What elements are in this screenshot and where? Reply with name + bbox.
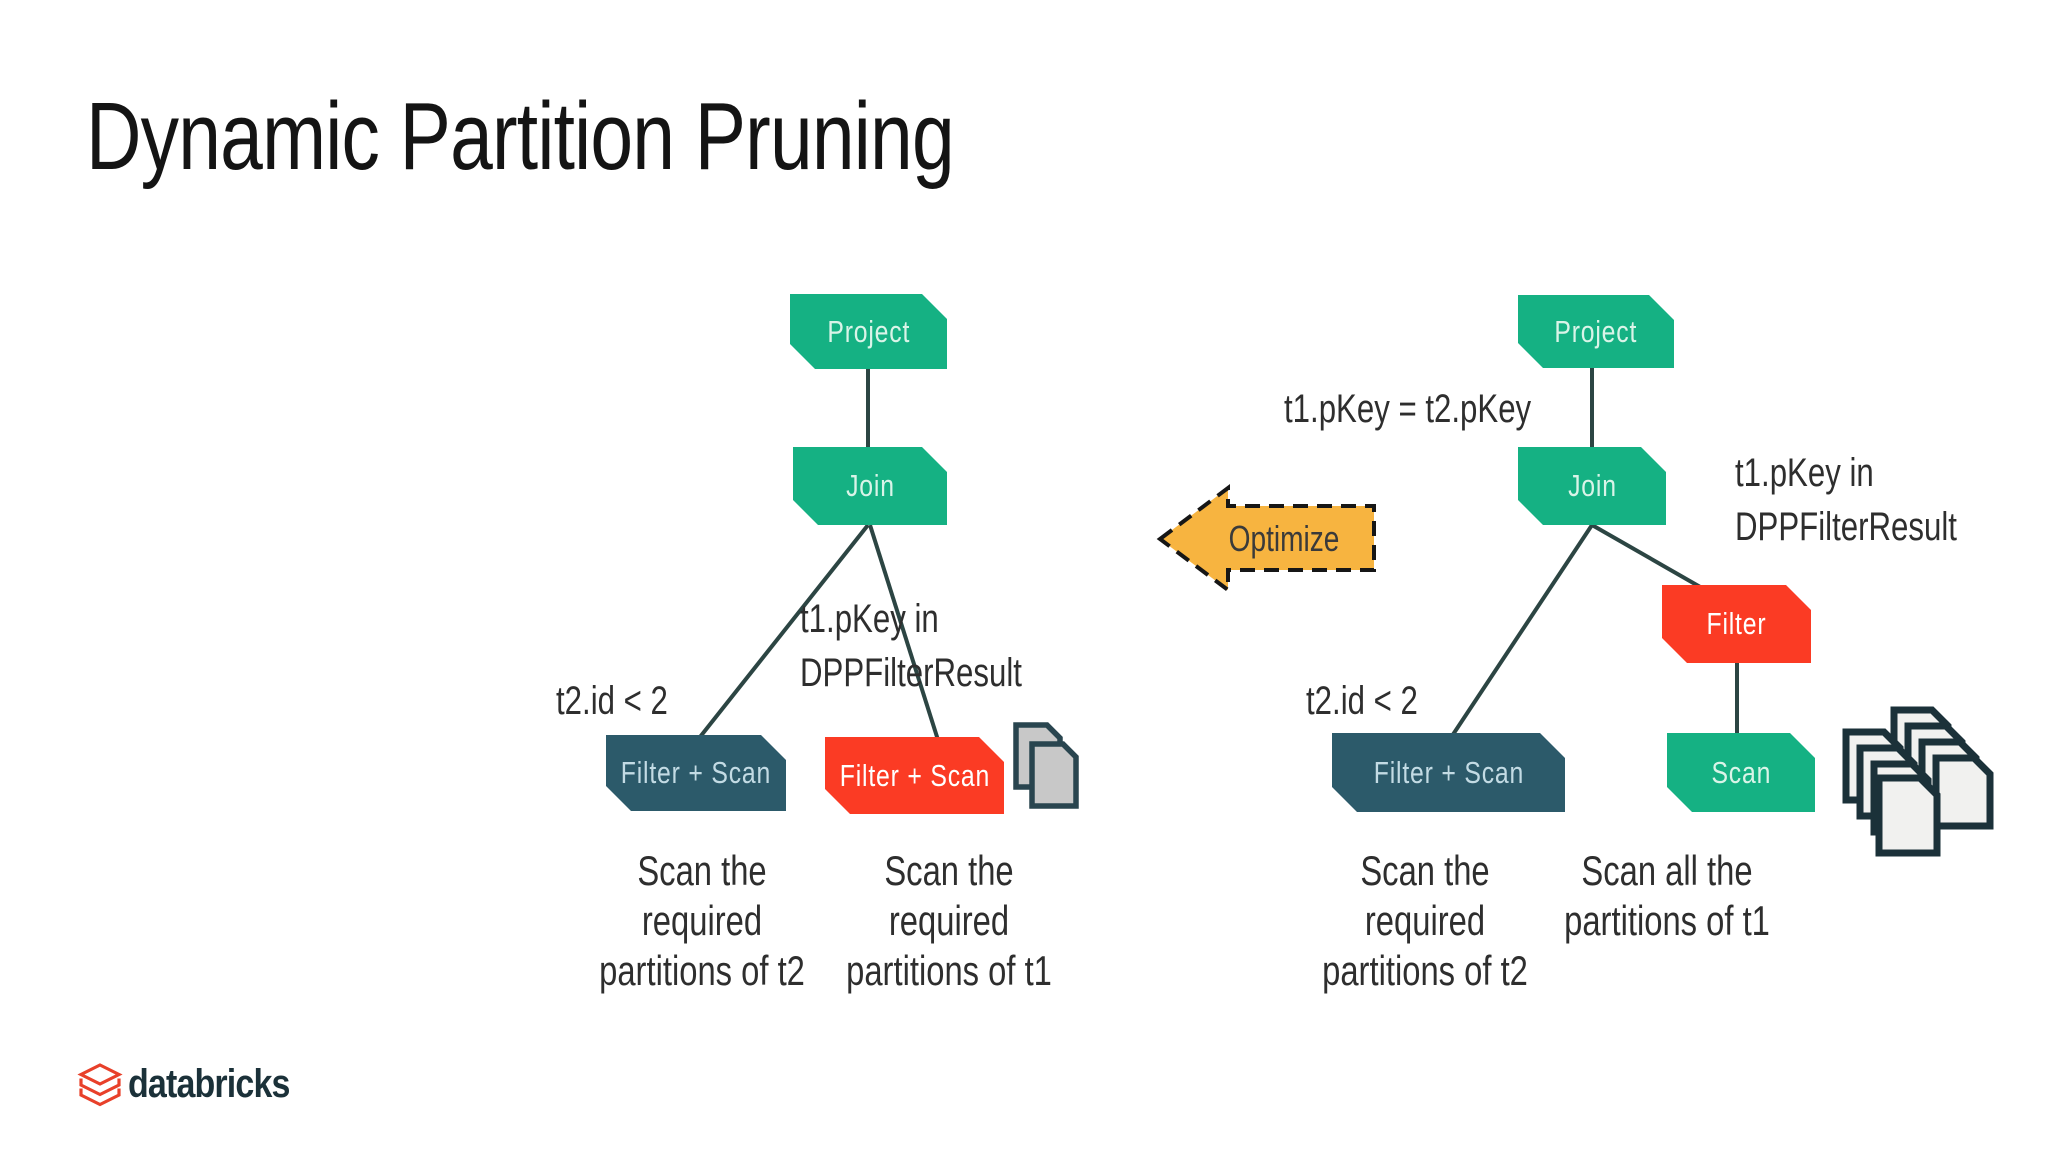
right-tree-filter-scan-t2-label: Filter + Scan: [1373, 754, 1524, 790]
right-tree-project-label: Project: [1554, 313, 1638, 349]
right-tree-filter-scan-t2-node: Filter + Scan: [1332, 733, 1565, 812]
optimize-arrow-label: Optimize: [1228, 518, 1340, 559]
right-tree-project-node: Project: [1518, 295, 1674, 368]
right-tree-t1-caption: Scan all the partitions of t1: [1564, 847, 1770, 944]
left-tree-filter-scan-t1-label: Filter + Scan: [839, 757, 990, 793]
right-tree-join-condition: t1.pKey = t2.pKey: [1284, 387, 1532, 431]
left-tree-filter-scan-t2-node: Filter + Scan: [606, 735, 786, 811]
right-tree-scan-node: Scan: [1667, 733, 1815, 812]
right-tree-t2-predicate: t2.id < 2: [1306, 679, 1418, 723]
left-tree-filter-scan-t1-node: Filter + Scan: [825, 737, 1004, 814]
right-tree-filter-label: Filter: [1706, 606, 1767, 641]
left-tree-dpp-predicate: t1.pKey in DPPFilterResult: [800, 597, 1022, 695]
right-tree-scan-label: Scan: [1711, 754, 1771, 790]
left-tree-t2-caption: Scan the required partitions of t2: [599, 847, 805, 994]
all-partitions-documents-stack-icon: [1842, 706, 1994, 857]
right-tree-join-node: Join: [1518, 447, 1666, 525]
right-tree-filter-node: Filter: [1662, 585, 1811, 663]
left-tree-t2-predicate: t2.id < 2: [556, 679, 668, 723]
right-tree-join-label: Join: [1567, 468, 1617, 503]
left-tree-filter-scan-t2-label: Filter + Scan: [620, 755, 772, 790]
left-tree-t1-caption: Scan the required partitions of t1: [846, 847, 1052, 994]
databricks-wordmark: databricks: [128, 1062, 290, 1106]
optimize-arrow-icon: [1156, 484, 1376, 594]
slide-title: Dynamic Partition Pruning: [86, 83, 955, 190]
partitions-documents-icon: [1013, 722, 1079, 809]
right-tree-t2-caption: Scan the required partitions of t2: [1322, 847, 1528, 994]
left-tree-join-label: Join: [845, 468, 895, 503]
right-tree-dpp-predicate: t1.pKey in DPPFilterResult: [1735, 451, 1957, 549]
left-tree-project-node: Project: [790, 294, 947, 369]
left-tree-join-node: Join: [793, 447, 947, 525]
left-tree-project-label: Project: [827, 313, 910, 349]
databricks-logo-icon: [77, 1063, 123, 1107]
